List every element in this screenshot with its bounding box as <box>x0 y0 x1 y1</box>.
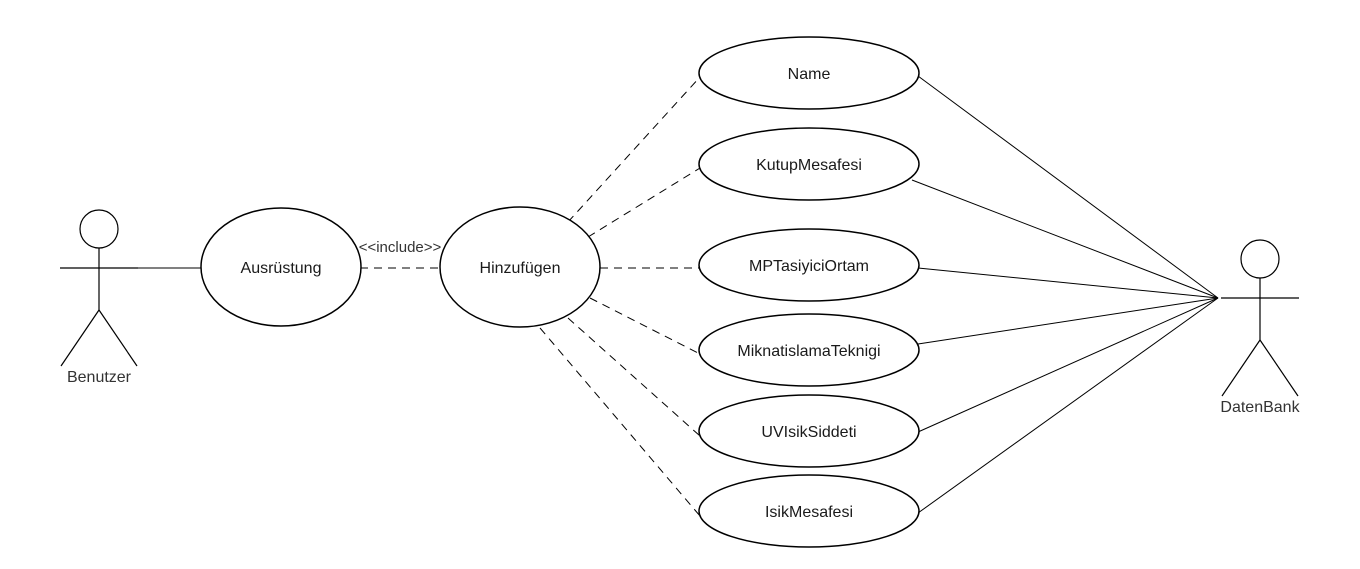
dashed-link-uvisiksiddeti <box>567 317 701 437</box>
use-case-ausruestung[interactable]: Ausrüstung <box>200 207 362 327</box>
include-label: <<include>> <box>359 239 442 256</box>
association-mptasiyiciortam-datenbank <box>917 267 1219 299</box>
dashed-link-isikmesafesi <box>539 327 701 517</box>
use-case-ellipse[interactable] <box>200 207 362 327</box>
use-case-ellipse[interactable] <box>698 474 920 548</box>
actor-right-leg <box>98 309 138 367</box>
use-case-isikmesafesi[interactable]: IsikMesafesi <box>698 474 920 548</box>
actor-head <box>79 209 119 249</box>
use-case-label-kutupmesafesi: KutupMesafesi <box>756 157 862 174</box>
use-case-label-name: Name <box>788 66 831 83</box>
use-case-ellipse[interactable] <box>698 394 920 468</box>
actor-benutzer: Benutzer <box>60 209 138 386</box>
use-case-label-hinzufuegen: Hinzufügen <box>480 260 561 277</box>
actor-label-benutzer: Benutzer <box>67 369 132 386</box>
use-case-ellipse[interactable] <box>439 206 601 328</box>
dashed-link-name <box>567 76 701 223</box>
use-case-miknatislamateknigi[interactable]: MiknatislamaTeknigi <box>698 313 920 387</box>
use-case-label-miknatislamateknigi: MiknatislamaTeknigi <box>737 343 880 360</box>
use-case-kutupmesafesi[interactable]: KutupMesafesi <box>698 127 920 201</box>
use-case-mptasiyiciortam[interactable]: MPTasiyiciOrtam <box>698 228 920 302</box>
actor-left-leg <box>60 309 100 367</box>
use-case-label-ausruestung: Ausrüstung <box>241 260 322 277</box>
use-case-ellipse[interactable] <box>698 36 920 110</box>
association-isikmesafesi-datenbank <box>917 297 1219 514</box>
use-case-label-mptasiyiciortam: MPTasiyiciOrtam <box>749 258 869 275</box>
use-case-hinzufuegen[interactable]: Hinzufügen <box>439 206 601 328</box>
actor-datenbank: DatenBank <box>1220 239 1301 416</box>
use-case-name[interactable]: Name <box>698 36 920 110</box>
use-case-ellipse[interactable] <box>698 127 920 201</box>
actor-right-leg <box>1259 339 1299 397</box>
association-miknatislamateknigi-datenbank <box>917 297 1219 345</box>
actor-left-leg <box>1221 339 1261 397</box>
association-uvisiksiddeti-datenbank <box>917 297 1219 433</box>
association-kutupmesafesi-datenbank <box>911 179 1219 299</box>
use-case-uvisiksiddeti[interactable]: UVIsikSiddeti <box>698 394 920 468</box>
use-case-ellipse[interactable] <box>698 313 920 387</box>
use-case-label-isikmesafesi: IsikMesafesi <box>765 504 853 521</box>
actor-head <box>1240 239 1280 279</box>
use-case-label-uvisiksiddeti: UVIsikSiddeti <box>761 424 856 441</box>
dashed-link-kutupmesafesi <box>587 167 701 238</box>
use-case-ellipse[interactable] <box>698 228 920 302</box>
dashed-link-miknatislamateknigi <box>589 297 701 355</box>
association-name-datenbank <box>917 75 1219 299</box>
actor-label-datenbank: DatenBank <box>1220 399 1300 416</box>
